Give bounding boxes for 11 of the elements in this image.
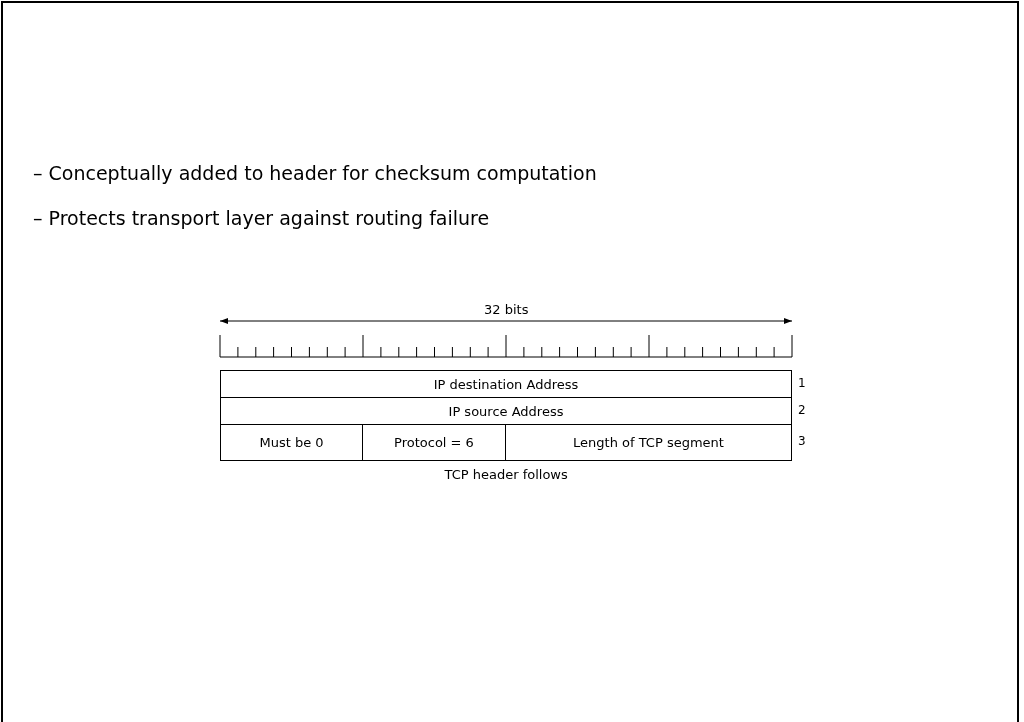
width-label: 32 bits [484,302,529,317]
field-cell: IP source Address [220,397,792,425]
row-number: 1 [798,376,806,390]
row-number: 3 [798,434,806,448]
bullet-text: – Protects transport layer against routing failure [33,207,490,229]
note-text: TCP header follows [444,467,568,482]
field-cell: Length of TCP segment [505,424,792,461]
row-number: 2 [798,403,806,417]
field-cell: Must be 0 [220,424,363,461]
bullet-text: – Conceptually added to header for checksum computation [33,162,597,184]
field-cell: IP destination Address [220,370,792,398]
